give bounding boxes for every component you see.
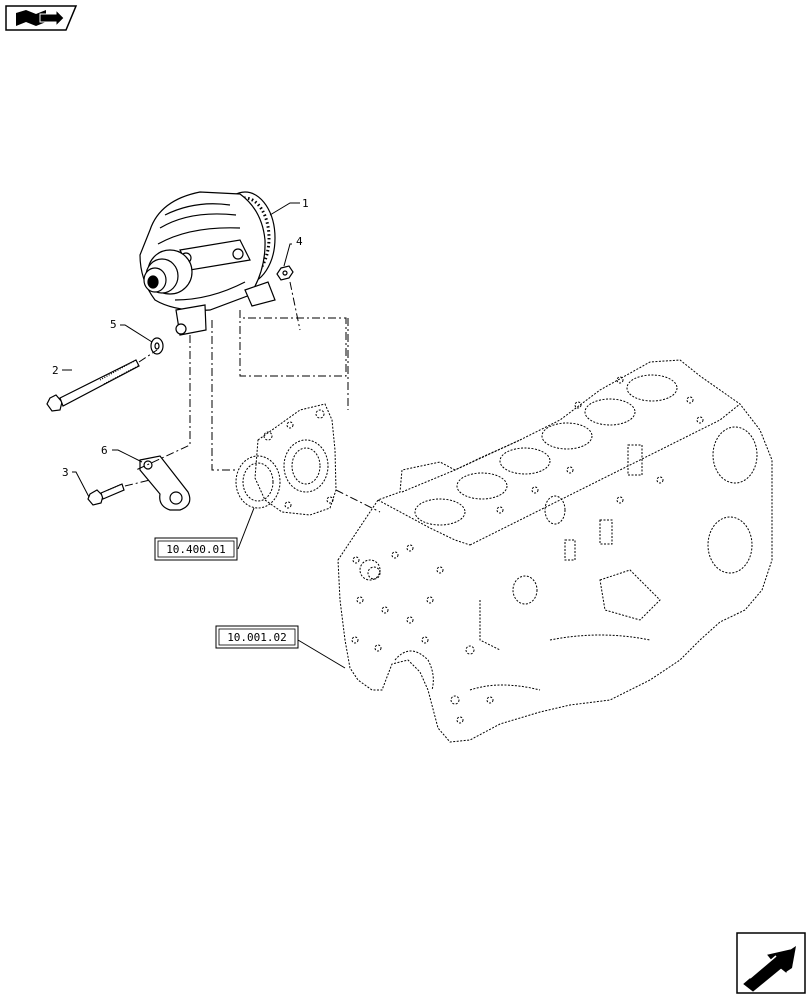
pump-housing: [235, 403, 337, 516]
engine-block: [337, 359, 773, 743]
reference-label-10-400-01: 10.400.01: [166, 543, 226, 556]
reference-label-10-001-02: 10.001.02: [227, 631, 287, 644]
washer-part: [150, 337, 164, 355]
alternator: [139, 191, 276, 336]
book-arrow-icon[interactable]: [5, 5, 78, 31]
callout-leaders: [62, 202, 346, 669]
callout-label-2: 2: [52, 364, 59, 377]
next-page-arrow-icon[interactable]: [736, 932, 806, 994]
long-bolt-part: [46, 359, 140, 412]
callout-label-5: 5: [110, 318, 117, 331]
short-bolt-part: [87, 483, 125, 506]
callout-label-3: 3: [62, 466, 69, 479]
bracket-part: [139, 455, 191, 511]
callout-label-1: 1: [302, 197, 309, 210]
assembly-lines: [124, 281, 381, 513]
callout-label-4: 4: [296, 235, 303, 248]
reference-box-10-400-01[interactable]: 10.400.01: [154, 537, 238, 561]
callout-label-6: 6: [101, 444, 108, 457]
reference-box-10-001-02[interactable]: 10.001.02: [215, 625, 299, 649]
nut-part: [276, 265, 294, 281]
